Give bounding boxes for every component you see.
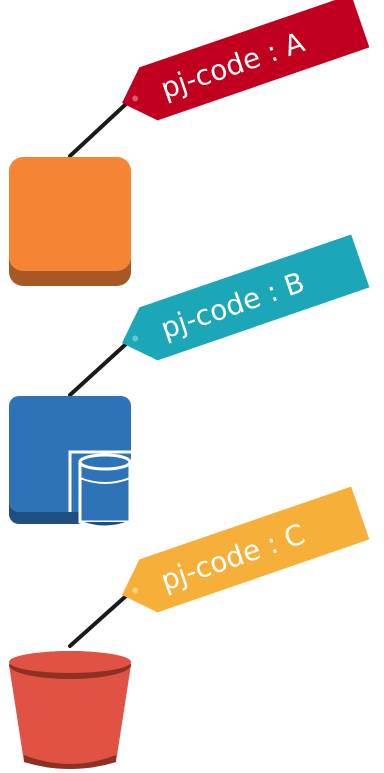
tag-c-hole	[132, 587, 139, 594]
connector-line-b	[68, 342, 128, 397]
tag-b: pj-code : B	[122, 234, 370, 361]
resource-a-group: pj-code : A	[9, 0, 370, 286]
orange-rounded-square-icon	[9, 157, 131, 286]
red-bucket-icon	[9, 651, 131, 769]
tag-c: pj-code : C	[122, 486, 370, 613]
tag-a-hole	[132, 95, 139, 102]
tag-a-shape	[122, 0, 370, 121]
tag-b-hole	[132, 335, 139, 342]
tag-c-shape	[122, 486, 370, 613]
tag-a: pj-code : A	[122, 0, 370, 121]
connector-line-a	[68, 102, 128, 158]
connector-line-c	[68, 594, 128, 648]
tag-b-shape	[122, 234, 370, 361]
blue-database-instance-icon	[9, 396, 132, 529]
resource-c-group: pj-code : C	[9, 486, 370, 769]
